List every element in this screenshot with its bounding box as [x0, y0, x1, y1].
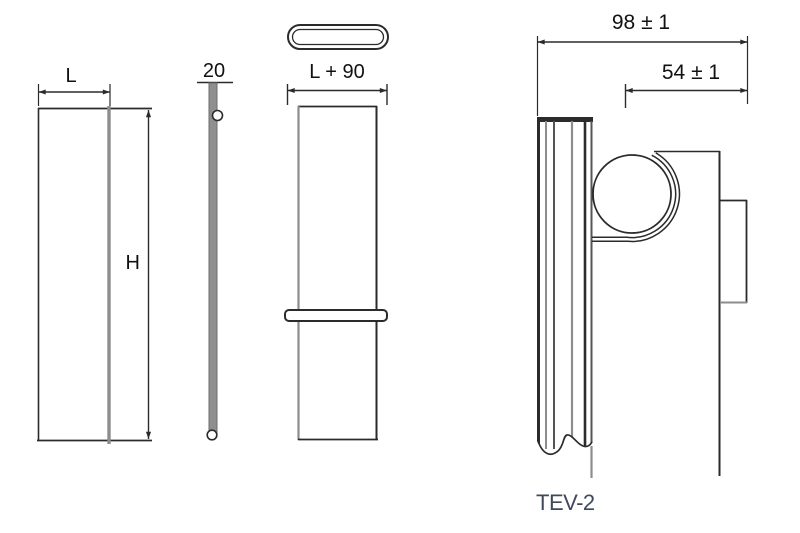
front-height-label: H [126, 252, 140, 274]
valve-clamp-inner-arc [625, 154, 677, 239]
mounting-hole-bottom [206, 429, 218, 441]
valve-body-circle [592, 154, 672, 234]
wall-bracket [718, 151, 748, 476]
section-view: 98 ± 1 54 ± 1 [536, 11, 749, 515]
overall-depth-dimension: 98 ± 1 [536, 11, 749, 116]
front-view: L H [37, 65, 152, 444]
break-mask [537, 434, 593, 465]
valve-clamp-outer-arc [627, 152, 681, 243]
height-dimension: H [126, 110, 152, 439]
overall-depth-label: 98 ± 1 [612, 11, 670, 34]
panel-section-profile [537, 117, 593, 478]
panel-side-profile [208, 82, 218, 438]
valve-model-label: TEV-2 [536, 490, 595, 515]
side-thickness-label: 20 [203, 60, 225, 82]
panel-top-cap [537, 117, 593, 122]
top-width-dimension: L + 90 [286, 61, 388, 105]
header-bar [284, 309, 388, 322]
panel-break-curve [537, 434, 593, 456]
valve-depth-label: 54 ± 1 [662, 61, 720, 84]
top-width-label: L + 90 [309, 61, 364, 83]
valve-assembly [592, 150, 720, 243]
width-dimension: L [37, 65, 111, 106]
collector-tube-inner [291, 28, 385, 46]
valve-depth-dimension: 54 ± 1 [624, 61, 748, 108]
collector-tube-outline [287, 24, 389, 50]
mounting-hole-top [211, 109, 224, 122]
front-width-label: L [65, 65, 76, 87]
top-view: L + 90 [284, 24, 389, 441]
side-view: 20 [197, 60, 233, 441]
